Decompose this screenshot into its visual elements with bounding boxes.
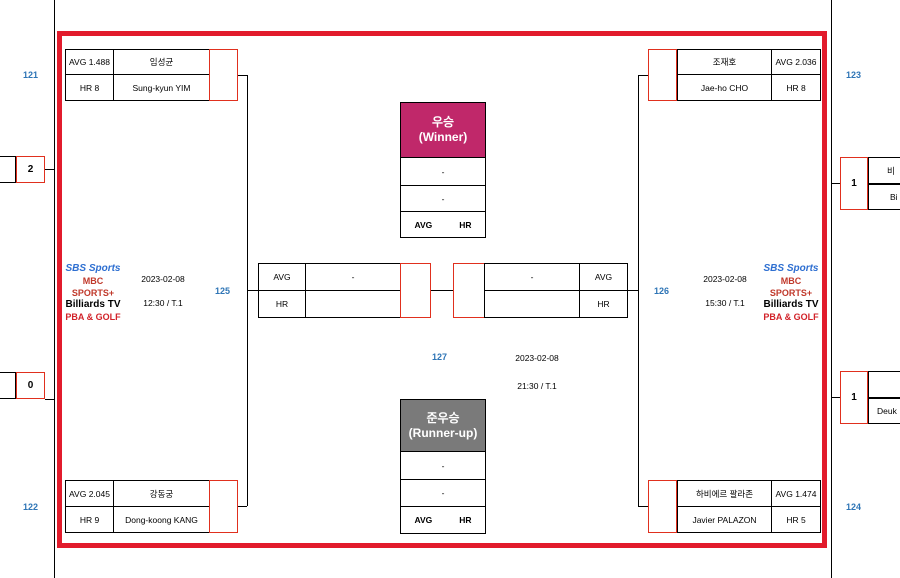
- billiards-tv-logo: Billiards TV: [763, 299, 819, 310]
- right-bottom-score: 1: [840, 371, 868, 424]
- semi-player-name-en: [305, 290, 401, 318]
- player-hr: HR 8: [771, 74, 821, 101]
- semi-avg-label: AVG: [579, 263, 628, 291]
- player-avg: AVG 2.036: [771, 49, 821, 75]
- player-avg: AVG 2.045: [65, 480, 114, 507]
- winner-stats-row: AVG HR: [400, 211, 486, 238]
- sbs-sports-logo: SBS Sports: [763, 263, 819, 274]
- right-top-name-kr: 비: [868, 157, 900, 184]
- player-hr: HR 5: [771, 506, 821, 533]
- runnerup-title-en: (Runner-up): [408, 425, 478, 440]
- left-top-connector: [45, 169, 55, 170]
- bracket-line: [638, 506, 648, 507]
- bracket-line: [638, 75, 639, 506]
- right-bottom-name-en: Deuk: [868, 398, 900, 424]
- left-bottom-score: 0: [16, 372, 45, 399]
- left-bottom-prev-box: [0, 372, 16, 399]
- runnerup-line-2: -: [400, 479, 486, 507]
- winner-hr-label: HR: [459, 219, 472, 230]
- sbs-sports-logo: SBS Sports: [65, 263, 121, 274]
- winner-line-1: -: [400, 157, 486, 186]
- match-time: 21:30 / T.1: [517, 381, 557, 391]
- left-bottom-connector: [45, 399, 55, 400]
- player-name-en: Javier PALAZON: [677, 506, 772, 533]
- score-box: [648, 49, 677, 101]
- player-name-kr: 강동궁: [113, 480, 210, 507]
- match-date: 2023-02-08: [515, 353, 559, 363]
- mbc-sports-logo: MBC SPORTS+: [769, 276, 813, 298]
- bracket-line: [628, 290, 638, 291]
- runnerup-hr-label: HR: [459, 515, 472, 525]
- player-name-en: Dong-koong KANG: [113, 506, 210, 533]
- score-box: [209, 49, 238, 101]
- pba-golf-logo: PBA & GOLF: [763, 312, 819, 322]
- player-name-en: Jae-ho CHO: [677, 74, 772, 101]
- right-bottom-name-top: [868, 371, 900, 398]
- winner-avg-label: AVG: [414, 219, 433, 230]
- match-date: 2023-02-08: [703, 274, 747, 284]
- semi-hr-label: HR: [579, 290, 628, 318]
- player-hr: HR 9: [65, 506, 114, 533]
- broadcaster-logos-left: SBS Sports MBC SPORTS+ Billiards TV PBA …: [62, 263, 124, 323]
- match-label-121: 121: [23, 70, 39, 80]
- right-top-connector: [831, 183, 841, 184]
- match-time: 15:30 / T.1: [705, 298, 745, 308]
- match-label-122: 122: [23, 502, 39, 512]
- pba-golf-logo: PBA & GOLF: [65, 312, 121, 322]
- bracket-line: [431, 290, 453, 291]
- right-bottom-connector: [831, 397, 841, 398]
- runnerup-stats-row: AVG HR: [400, 506, 486, 534]
- right-top-score: 1: [840, 157, 868, 210]
- score-box: [648, 480, 677, 533]
- mbc-sports-logo: MBC SPORTS+: [71, 276, 115, 298]
- semi-hr-label: HR: [258, 290, 306, 318]
- player-name-en: Sung-kyun YIM: [113, 74, 210, 101]
- winner-title-en: (Winner): [418, 130, 468, 144]
- semi-player-name: -: [305, 263, 401, 291]
- player-avg: AVG 1.488: [65, 49, 114, 75]
- bracket-line: [247, 290, 258, 291]
- winner-line-2: -: [400, 185, 486, 212]
- bracket-line: [238, 75, 247, 76]
- semi-player-name: -: [484, 263, 580, 291]
- match-label-125: 125: [215, 286, 231, 296]
- semi-player-name-en: [484, 290, 580, 318]
- runnerup-header: 준우승 (Runner-up): [400, 399, 486, 452]
- player-name-kr: 하비에르 팔라존: [677, 480, 772, 507]
- player-name-kr: 조재호: [677, 49, 772, 75]
- bracket-frame: [57, 31, 827, 548]
- runnerup-title-kr: 준우승: [426, 410, 460, 425]
- player-avg: AVG 1.474: [771, 480, 821, 507]
- broadcaster-logos-right: SBS Sports MBC SPORTS+ Billiards TV PBA …: [760, 263, 822, 323]
- left-top-prev-box: [0, 156, 16, 183]
- runnerup-avg-label: AVG: [414, 515, 433, 525]
- player-hr: HR 8: [65, 74, 114, 101]
- match-label-127: 127: [432, 352, 448, 362]
- left-top-score: 2: [16, 156, 45, 183]
- runnerup-line-1: -: [400, 451, 486, 480]
- bracket-line: [638, 75, 648, 76]
- winner-header: 우승 (Winner): [400, 102, 486, 158]
- match-label-126: 126: [654, 286, 670, 296]
- match-time: 12:30 / T.1: [143, 298, 183, 308]
- score-box: [453, 263, 485, 318]
- match-label-123: 123: [846, 70, 862, 80]
- bracket-line: [238, 506, 247, 507]
- match-date: 2023-02-08: [141, 274, 185, 284]
- right-top-name-en: Bi: [868, 184, 900, 210]
- semi-avg-label: AVG: [258, 263, 306, 291]
- score-box: [209, 480, 238, 533]
- right-column-border: [831, 0, 832, 578]
- player-name-kr: 임성균: [113, 49, 210, 75]
- left-column-border: [54, 0, 55, 578]
- billiards-tv-logo: Billiards TV: [65, 299, 121, 310]
- score-box: [400, 263, 431, 318]
- winner-title-kr: 우승: [431, 115, 455, 129]
- match-label-124: 124: [846, 502, 862, 512]
